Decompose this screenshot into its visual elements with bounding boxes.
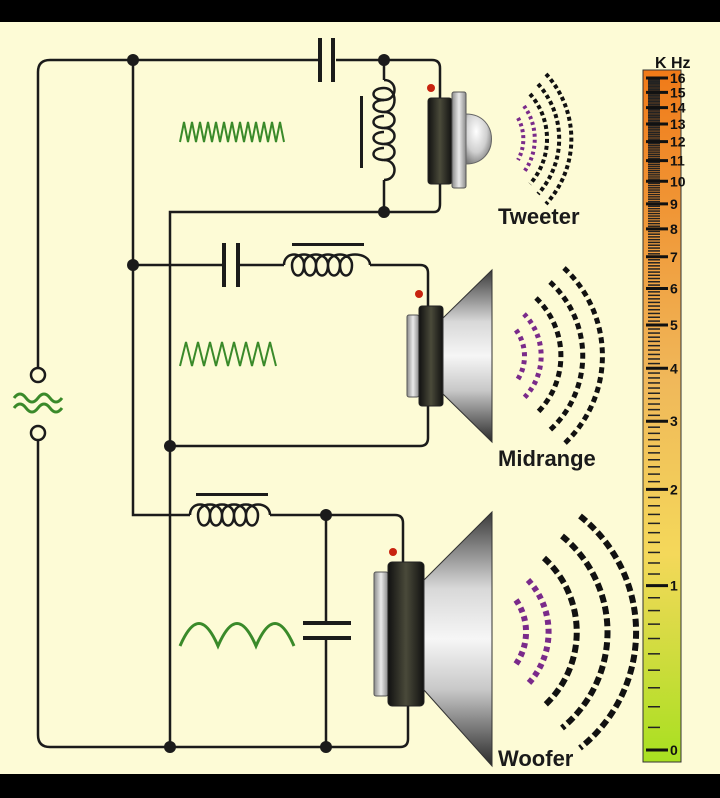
capacitor-icon [318, 38, 335, 82]
midrange-speaker-icon [406, 268, 493, 444]
midrange-sound-waves [513, 266, 605, 446]
scale-title: K Hz [655, 55, 691, 72]
low-frequency-wave [178, 622, 296, 650]
polarity-dot [415, 290, 423, 298]
wire-woofer-negative [399, 698, 410, 749]
scale-tick-label: 5 [670, 317, 678, 333]
wire-negative-bus [168, 210, 434, 747]
midrange-label: Midrange [498, 446, 596, 471]
scale-tick-label: 0 [670, 742, 678, 758]
scale-tick-label: 15 [670, 84, 686, 100]
woofer-sound-waves [513, 513, 640, 751]
woofer-speaker-icon [373, 510, 493, 768]
capacitor-icon [303, 621, 351, 640]
scale-tick-label: 12 [670, 134, 686, 150]
wire-tweeter-negative [433, 180, 442, 214]
scale-tick-label: 6 [670, 280, 678, 296]
scale-tick-label: 11 [670, 153, 685, 169]
high-frequency-wave [179, 121, 285, 143]
polarity-dot [427, 84, 435, 92]
wire-mid-positive [370, 263, 430, 308]
scale-tick-label: 4 [670, 360, 678, 376]
scale-tick-label: 14 [670, 100, 686, 116]
tweeter-label: Tweeter [498, 204, 580, 229]
scale-tick-label: 13 [670, 116, 686, 132]
scale-tick-label: 3 [670, 413, 678, 429]
wire-mid-negative [170, 404, 430, 448]
inductor-icon [360, 78, 396, 182]
capacitor-icon [222, 243, 240, 287]
inductor-icon [282, 243, 372, 277]
wires [36, 58, 442, 749]
scale-tick-label: 16 [670, 70, 686, 86]
wire-source-bottom [36, 440, 400, 749]
tweeter-speaker-icon [427, 84, 492, 189]
scale-tick-label: 10 [670, 173, 686, 189]
mid-frequency-wave [179, 341, 277, 367]
scale-tick-label: 1 [670, 578, 678, 594]
wire-tweeter-positive [336, 58, 442, 100]
woofer-label: Woofer [498, 746, 574, 771]
junction-dots [127, 54, 390, 753]
inductor-icon [188, 493, 272, 527]
scale-tick-label: 7 [670, 249, 678, 265]
scale-tick-label: 8 [670, 221, 678, 237]
wire-woofer-positive [270, 513, 405, 568]
wire-source-top [36, 58, 318, 368]
scale-tick-label: 9 [670, 196, 678, 212]
scale-tick-label: 2 [670, 481, 678, 497]
ac-source-icon [12, 366, 64, 442]
tweeter-sound-waves [516, 72, 574, 206]
polarity-dot [389, 548, 397, 556]
